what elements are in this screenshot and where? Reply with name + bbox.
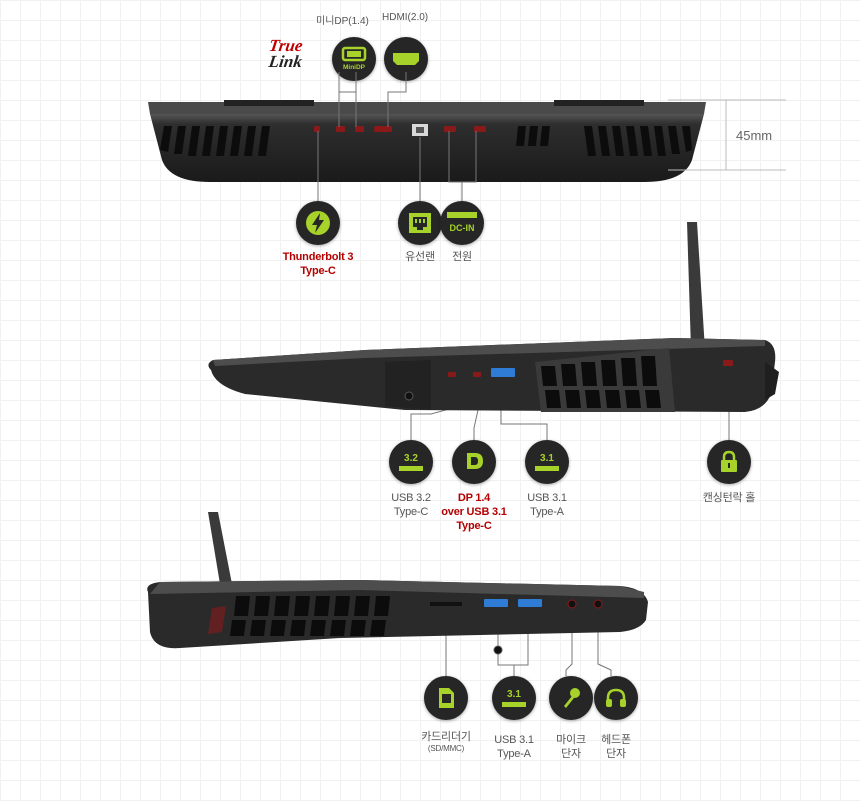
hdmi-icon xyxy=(393,53,419,65)
card-reader-badge xyxy=(424,676,468,720)
minidp-badge: MiniDP xyxy=(332,37,376,81)
usb32-badge-text: 3.2 xyxy=(404,453,418,464)
usb31-right-badge: 3.1 xyxy=(525,440,569,484)
laptop-right-side-view xyxy=(205,222,785,422)
usb31-right-label-line1: USB 3.1 xyxy=(527,492,567,504)
dimension-label: 45mm xyxy=(736,128,773,143)
thunderbolt-label-line1: Thunderbolt 3 xyxy=(282,251,354,263)
thunderbolt-label-line2: Type-C xyxy=(300,265,336,277)
laptop-left-side-view xyxy=(140,512,652,662)
displayport-icon xyxy=(467,453,483,469)
lan-label: 유선랜 xyxy=(405,251,435,263)
headphone-label-line2: 단자 xyxy=(606,748,626,760)
headphone-label-line1: 헤드폰 xyxy=(601,734,631,746)
thunderbolt-icon xyxy=(306,211,330,235)
headphone-label: 헤드폰 단자 xyxy=(583,733,649,761)
dc-in-badge-text: DC-IN xyxy=(450,223,475,233)
usb-icon: 3.1 xyxy=(502,689,526,707)
kensington-lock-badge xyxy=(707,440,751,484)
dp-label-line2: over USB 3.1 xyxy=(441,506,507,518)
dc-in-icon: DC-IN xyxy=(447,212,477,233)
usb32-badge: 3.2 xyxy=(389,440,433,484)
usb31-left-label-line1: USB 3.1 xyxy=(494,734,534,746)
dp-label-line1: DP 1.4 xyxy=(457,492,491,504)
usb31-left-badge: 3.1 xyxy=(492,676,536,720)
ethernet-badge xyxy=(398,201,442,245)
minidp-top-label: 미니DP(1.4) xyxy=(316,16,369,27)
kensington-lock-label: 캔싱턴락 홀 xyxy=(702,492,756,504)
headphone-icon xyxy=(606,688,626,707)
usb31-right-badge-text: 3.1 xyxy=(540,453,554,464)
lock-icon xyxy=(721,450,737,472)
usb-icon: 3.1 xyxy=(535,453,559,471)
usb-icon: 3.2 xyxy=(399,453,423,471)
microphone-badge xyxy=(549,676,593,720)
ethernet-icon xyxy=(409,213,431,233)
microphone-icon xyxy=(564,688,580,708)
laptop-rear-view xyxy=(144,100,710,186)
headphone-badge xyxy=(594,676,638,720)
hdmi-badge xyxy=(384,37,428,81)
dc-in-badge: DC-IN xyxy=(440,201,484,245)
thunderbolt-label: Thunderbolt 3 Type-C xyxy=(262,250,374,278)
card-reader-label-line1: 카드리더기 xyxy=(421,731,471,743)
displayport-badge xyxy=(452,440,496,484)
sd-card-icon xyxy=(439,688,454,708)
minidp-icon: MiniDP xyxy=(341,46,367,71)
usb32-label-line1: USB 3.2 xyxy=(391,492,431,504)
minidp-badge-text: MiniDP xyxy=(343,64,366,71)
usb32-label-line2: Type-C xyxy=(393,506,429,518)
thunderbolt-badge xyxy=(296,201,340,245)
microphone-label: 마이크 단자 xyxy=(538,733,604,761)
usb31-right-label: USB 3.1 Type-A xyxy=(507,491,587,519)
card-reader-label: 카드리더기 (SD/MMC) xyxy=(406,730,486,754)
usb31-right-label-line2: Type-A xyxy=(530,506,564,518)
usb32-label: USB 3.2 Type-C xyxy=(371,491,451,519)
usb31-left-badge-text: 3.1 xyxy=(507,689,521,700)
microphone-label-line2: 단자 xyxy=(561,748,581,760)
hdmi-top-label: HDMI(2.0) xyxy=(382,12,429,23)
dp-label-line3: Type-C xyxy=(456,520,492,532)
usb31-left-label: USB 3.1 Type-A xyxy=(474,733,554,761)
power-label: 전원 xyxy=(452,251,472,263)
usb31-left-label-line2: Type-A xyxy=(497,748,531,760)
dp-label: DP 1.4 over USB 3.1 Type-C xyxy=(424,491,524,533)
microphone-label-line1: 마이크 xyxy=(556,734,586,746)
card-reader-label-line2: (SD/MMC) xyxy=(427,744,465,753)
